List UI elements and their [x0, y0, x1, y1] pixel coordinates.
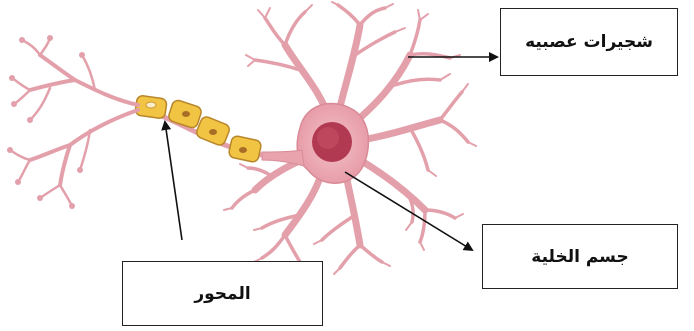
dendrites-label-box: شجيرات عصبيه	[500, 8, 678, 76]
nucleus	[312, 122, 352, 162]
axon-arrow	[165, 122, 182, 240]
cell-body-label-box: جسم الخلية	[482, 224, 678, 289]
dendrites-label: شجيرات عصبيه	[525, 32, 653, 52]
cell-body-arrow	[345, 172, 472, 250]
cell-body-label: جسم الخلية	[531, 247, 628, 267]
axon-terminals	[7, 35, 138, 209]
axon-label-box: المحور	[122, 261, 323, 326]
axon	[135, 95, 262, 163]
axon-label: المحور	[194, 284, 250, 304]
